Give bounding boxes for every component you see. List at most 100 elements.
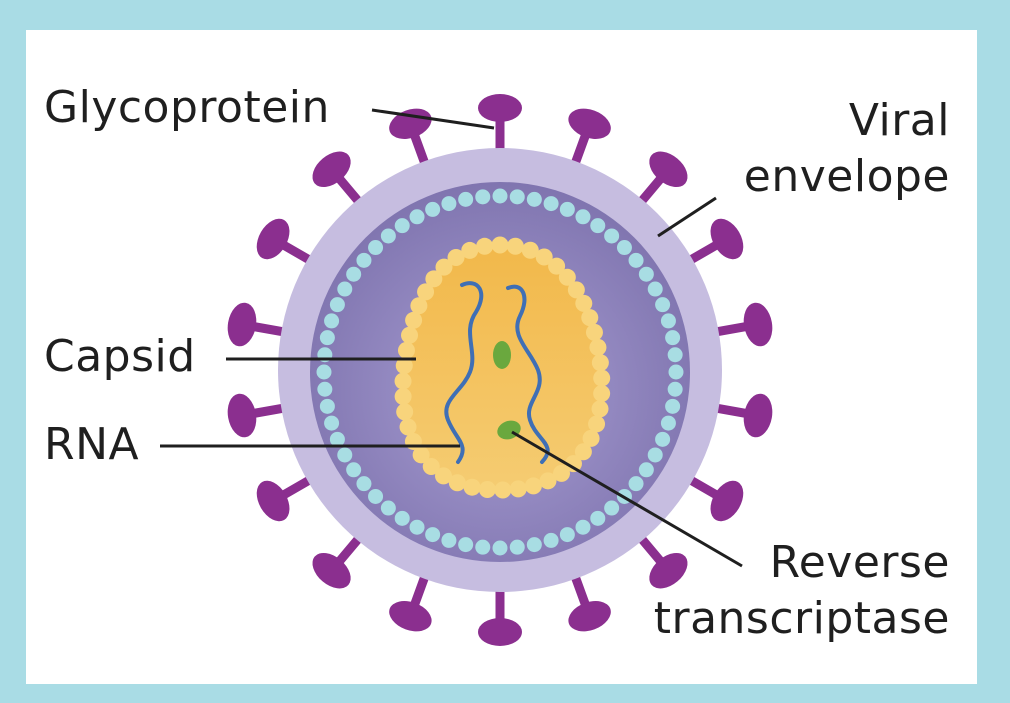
- reverse-transcriptase-leader-line: [511, 430, 743, 568]
- lipid-bead: [559, 527, 575, 543]
- lipid-bead: [616, 240, 632, 256]
- lipid-bead: [655, 297, 671, 313]
- lipid-bead: [409, 519, 425, 535]
- lipid-bead: [543, 532, 559, 548]
- capsid-bead: [394, 388, 412, 406]
- lipid-bead: [346, 266, 362, 282]
- capsid-label: Capsid: [44, 331, 196, 382]
- lipid-bead: [475, 539, 491, 555]
- lipid-bead: [356, 476, 372, 492]
- lipid-bead: [590, 510, 606, 526]
- lipid-bead: [425, 201, 441, 217]
- lipid-bead: [380, 500, 396, 516]
- capsid-bead: [585, 323, 603, 341]
- glycoprotein-head: [389, 601, 432, 632]
- capsid-bead: [395, 357, 413, 375]
- glycoprotein-head: [256, 218, 290, 260]
- capsid-bead: [405, 311, 423, 329]
- lipid-bead: [509, 189, 525, 205]
- capsid-bead: [524, 477, 542, 495]
- capsid-bead: [491, 236, 509, 254]
- glycoprotein-head: [312, 151, 351, 188]
- glycoprotein-head: [649, 151, 688, 188]
- capsid-bead: [435, 258, 453, 276]
- viral-envelope-label-line1: Viral: [848, 95, 950, 146]
- reverse-transcriptase-label-line2: transcriptase: [653, 593, 950, 644]
- capsid-bead: [394, 372, 412, 390]
- capsid-bead: [410, 297, 428, 315]
- lipid-bead: [628, 476, 644, 492]
- lipid-bead: [324, 415, 340, 431]
- lipid-bead: [394, 218, 410, 234]
- glycoprotein-head: [478, 94, 522, 122]
- capsid-bead: [567, 281, 585, 299]
- lipid-bead: [368, 240, 384, 256]
- lipid-bead: [667, 381, 683, 397]
- capsid-bead: [564, 455, 582, 473]
- lipid-bead: [526, 537, 542, 553]
- lipid-bead: [660, 415, 676, 431]
- glycoprotein-head: [710, 218, 744, 260]
- glycoprotein-head: [649, 552, 688, 589]
- capsid-bead: [397, 341, 415, 359]
- capsid-bead: [588, 415, 606, 433]
- capsid-bead: [434, 467, 452, 485]
- lipid-bead: [543, 196, 559, 212]
- lipid-bead: [492, 540, 508, 556]
- capsid-bead: [463, 478, 481, 496]
- lipid-bead: [346, 462, 362, 478]
- lipid-bead: [667, 347, 683, 363]
- lipid-bead: [329, 297, 345, 313]
- glycoprotein-head: [227, 302, 257, 347]
- lipid-bead: [337, 281, 353, 297]
- capsid-bead: [581, 309, 599, 327]
- lipid-bead: [324, 313, 340, 329]
- capsid-bead: [553, 464, 571, 482]
- lipid-bead: [425, 527, 441, 543]
- glycoprotein-head: [743, 302, 773, 347]
- capsid-bead: [589, 338, 607, 356]
- lipid-bead: [668, 364, 684, 380]
- lipid-bead: [317, 381, 333, 397]
- lipid-bead: [380, 228, 396, 244]
- capsid-bead: [447, 248, 465, 266]
- lipid-bead: [329, 431, 345, 447]
- capsid-bead: [591, 400, 609, 418]
- rna-strand-1: [444, 281, 484, 464]
- lipid-bead: [319, 398, 335, 414]
- lipid-bead: [458, 191, 474, 207]
- lipid-bead: [509, 539, 525, 555]
- glycoprotein-leader-line: [371, 108, 495, 130]
- capsid-bead: [574, 443, 592, 461]
- glycoprotein-head: [710, 480, 744, 522]
- lipid-bead: [368, 488, 384, 504]
- lipid-bead: [665, 398, 681, 414]
- glycoprotein-head: [312, 552, 351, 589]
- capsid-bead: [401, 326, 419, 344]
- lipid-bead: [316, 364, 332, 380]
- enzyme-blob-1: [493, 341, 511, 369]
- lipid-bead: [604, 228, 620, 244]
- lipid-bead: [559, 201, 575, 217]
- capsid-bead: [509, 480, 527, 498]
- glycoprotein-head: [478, 618, 522, 646]
- glycoprotein-head: [568, 108, 611, 139]
- capsid-bead: [575, 294, 593, 312]
- lipid-bead: [394, 510, 410, 526]
- capsid-bead: [461, 241, 479, 259]
- glycoprotein-head: [568, 601, 611, 632]
- lipid-bead: [647, 281, 663, 297]
- capsid-beads: [394, 236, 611, 499]
- lipid-bead: [526, 191, 542, 207]
- capsid-bead: [535, 248, 553, 266]
- lipid-bead: [665, 330, 681, 346]
- lipid-bead: [575, 519, 591, 535]
- lipid-bead: [638, 462, 654, 478]
- reverse-transcriptase-label-line1: Reverse: [769, 537, 950, 588]
- lipid-bead: [441, 532, 457, 548]
- capsid-bead: [582, 429, 600, 447]
- lipid-bead: [647, 447, 663, 463]
- rna-strand-2: [506, 284, 550, 464]
- capsid-bead: [417, 283, 435, 301]
